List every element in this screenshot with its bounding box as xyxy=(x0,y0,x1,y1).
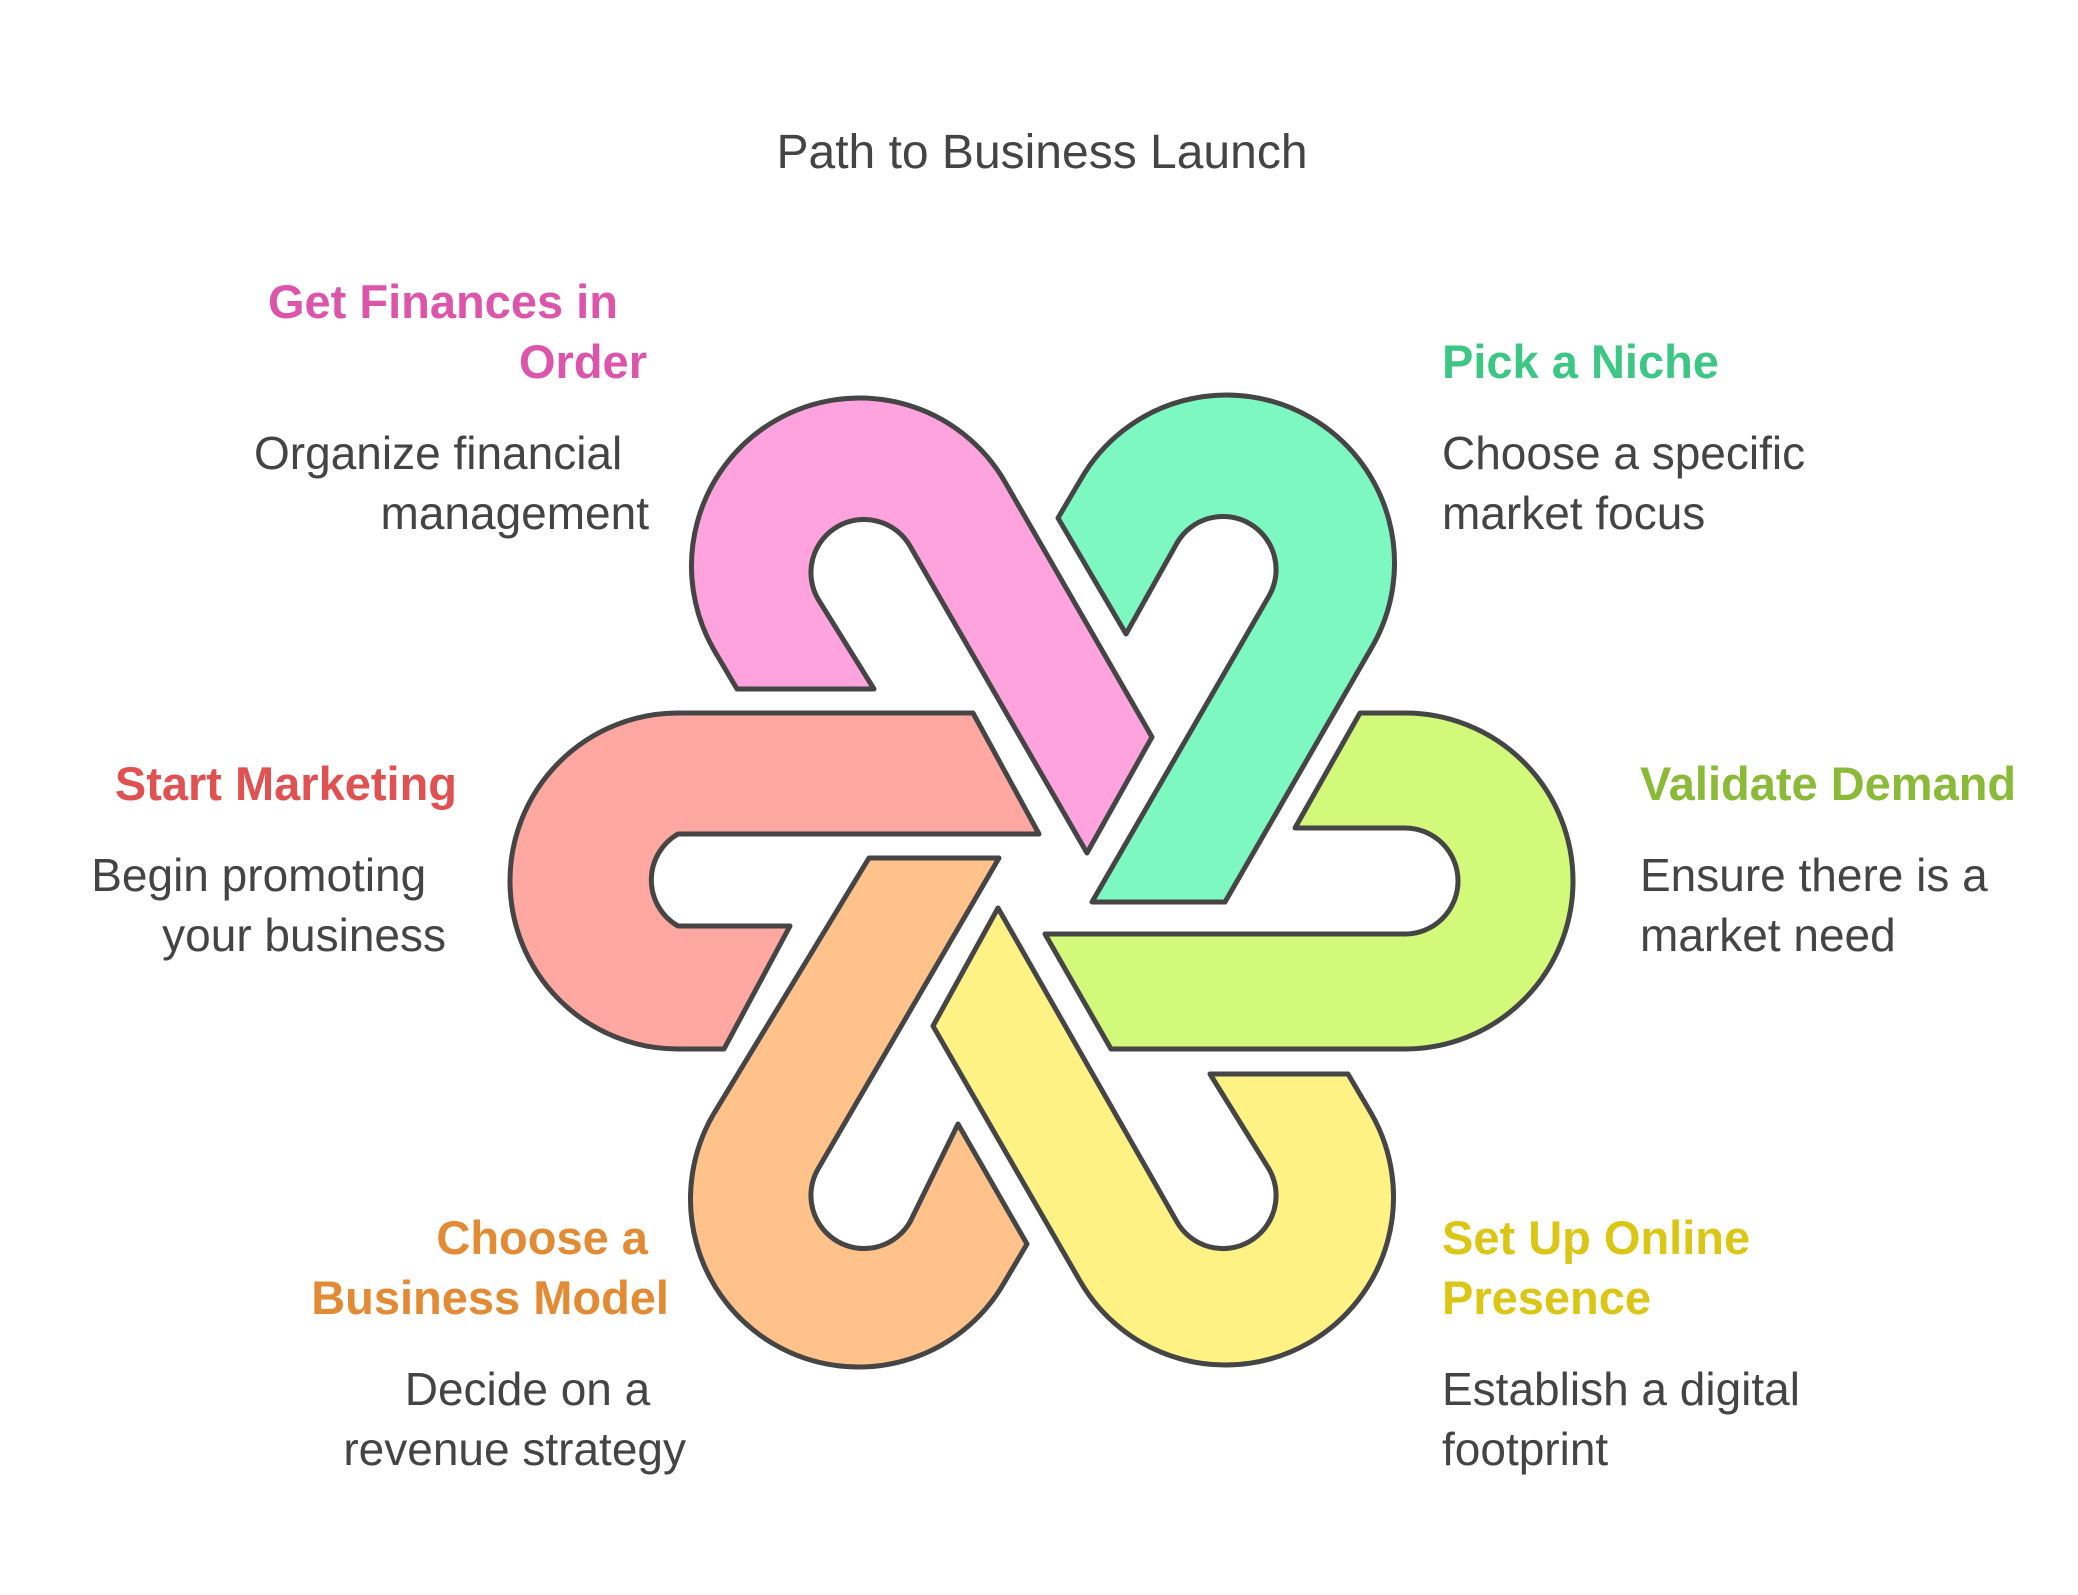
desc-choose-business-model-line-1: Decide on a xyxy=(405,1363,651,1415)
shape-get-finances xyxy=(689,395,1155,856)
desc-start-marketing: Begin promoting your business xyxy=(91,849,446,961)
desc-get-finances: Organize financial management xyxy=(254,427,649,539)
shape-validate-demand xyxy=(1042,710,1576,1052)
label-choose-business-model-line-1: Choose a xyxy=(436,1211,648,1264)
label-set-up-online-line-2: Presence xyxy=(1442,1271,1651,1324)
label-validate-demand-line-1: Validate Demand xyxy=(1640,757,2016,810)
desc-validate-demand: Ensure there is a market need xyxy=(1640,849,2001,961)
desc-get-finances-line-1: Organize financial xyxy=(254,427,622,479)
desc-get-finances-line-2: management xyxy=(381,487,650,539)
label-set-up-online: Set Up Online Presence xyxy=(1442,1211,1763,1324)
shape-pick-a-niche xyxy=(1055,392,1397,905)
label-get-finances-line-1: Get Finances in xyxy=(268,275,618,328)
diagram-title: Path to Business Launch xyxy=(776,126,1307,179)
desc-choose-business-model-line-2: revenue strategy xyxy=(343,1423,686,1475)
label-pick-a-niche-line-1: Pick a Niche xyxy=(1442,335,1719,388)
desc-pick-a-niche: Choose a specific market focus xyxy=(1442,427,1818,539)
desc-pick-a-niche-line-1: Choose a specific xyxy=(1442,427,1805,479)
shape-choose-business-model xyxy=(688,855,1030,1370)
label-set-up-online-line-1: Set Up Online xyxy=(1442,1211,1750,1264)
desc-set-up-online-line-2: footprint xyxy=(1442,1423,1608,1475)
desc-set-up-online: Establish a digital footprint xyxy=(1442,1363,1813,1475)
label-get-finances-line-2: Order xyxy=(519,335,647,388)
desc-validate-demand-line-2: market need xyxy=(1640,909,1896,961)
label-validate-demand: Validate Demand xyxy=(1640,757,2016,810)
desc-start-marketing-line-2: your business xyxy=(162,909,446,961)
label-start-marketing-line-1: Start Marketing xyxy=(115,757,457,810)
desc-choose-business-model: Decide on a revenue strategy xyxy=(343,1363,686,1475)
label-choose-business-model-line-2: Business Model xyxy=(311,1271,669,1324)
label-get-finances: Get Finances in Order xyxy=(268,275,647,388)
shape-set-up-online xyxy=(930,905,1396,1368)
label-choose-business-model: Choose a Business Model xyxy=(311,1211,669,1324)
shape-start-marketing xyxy=(507,710,1042,1052)
desc-validate-demand-line-1: Ensure there is a xyxy=(1640,849,1988,901)
desc-set-up-online-line-1: Establish a digital xyxy=(1442,1363,1800,1415)
desc-pick-a-niche-line-2: market focus xyxy=(1442,487,1705,539)
label-pick-a-niche: Pick a Niche xyxy=(1442,335,1719,388)
desc-start-marketing-line-1: Begin promoting xyxy=(91,849,426,901)
label-start-marketing: Start Marketing xyxy=(115,757,457,810)
